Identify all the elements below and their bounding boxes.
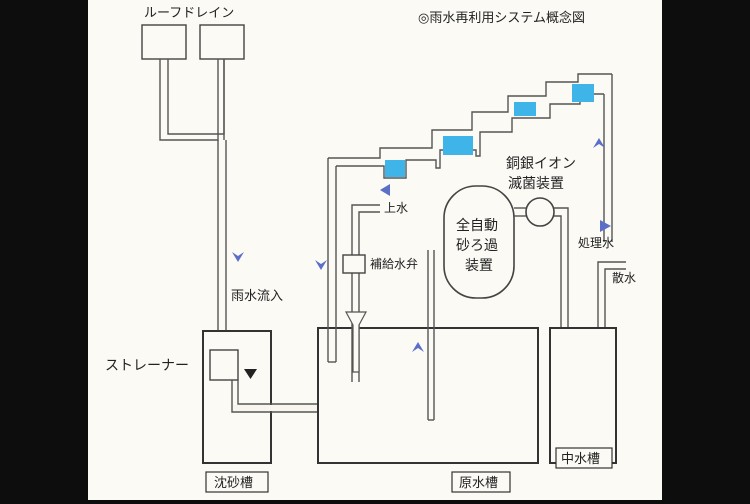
water-level-marker-icon <box>244 369 257 379</box>
riser-up-arrow <box>593 138 605 148</box>
diagram-title: ◎雨水再利用システム概念図 <box>418 10 585 26</box>
treated-pipe-inner <box>554 215 562 366</box>
cascade-pocket-2 <box>443 136 473 155</box>
sand-filter-device <box>443 185 515 299</box>
treated-water-arrow <box>600 220 611 232</box>
refill-valve-box <box>342 254 366 274</box>
strainer-box <box>209 349 239 381</box>
return-arrow <box>315 260 327 270</box>
top-water-arrow <box>380 184 390 196</box>
treated-pipe-outer <box>554 207 569 366</box>
transfer-pipe-fill <box>233 405 333 411</box>
cascade-pocket-4 <box>572 84 594 102</box>
gray-tank-label: 中水槽 <box>561 452 600 467</box>
ion-label-1: 銅銀イオン <box>506 156 576 172</box>
refill-valve-label: 補給水弁 <box>370 256 418 271</box>
transfer-pipe-inner <box>237 380 330 405</box>
sand-filter-label-2: 砂ろ過 <box>456 238 498 254</box>
strainer-label: ストレーナー <box>105 358 189 374</box>
cascade-channel-top <box>328 73 612 159</box>
raw-tank-label: 原水槽 <box>459 476 498 491</box>
sand-tank-label: 沈砂槽 <box>214 476 253 491</box>
downpipe-fill <box>219 140 225 350</box>
sand-tank-label-box <box>205 471 269 493</box>
gray-tank-label-box <box>555 447 613 469</box>
roof-drain-label: ルーフドレイン <box>144 6 234 21</box>
roof-pipe-outer <box>159 59 219 141</box>
sand-filter-label-1: 全自動 <box>456 217 498 234</box>
intake-arrow <box>412 342 424 352</box>
roof-drain-box-left <box>141 24 187 60</box>
refill-funnel <box>344 311 368 373</box>
sand-filter-label-3: 装置 <box>465 258 493 274</box>
top-water-label: 上水 <box>384 201 408 215</box>
raw-tank-label-box <box>451 471 511 493</box>
cascade-channel-bottom <box>336 93 604 179</box>
treated-water-label: 処理水 <box>578 236 614 250</box>
sprinkle-label: 散水 <box>612 270 636 285</box>
cascade-pocket-1 <box>385 160 405 177</box>
cascade-pocket-3 <box>514 102 536 116</box>
ion-label-2: 滅菌装置 <box>508 176 564 192</box>
roof-drain-box-right <box>199 24 245 60</box>
rain-inflow-arrow <box>232 252 244 262</box>
transfer-pipe-outer <box>231 380 330 413</box>
ion-sterilizer <box>525 197 555 227</box>
rain-inflow-label: 雨水流入 <box>231 289 283 304</box>
gray-tank <box>549 327 617 464</box>
